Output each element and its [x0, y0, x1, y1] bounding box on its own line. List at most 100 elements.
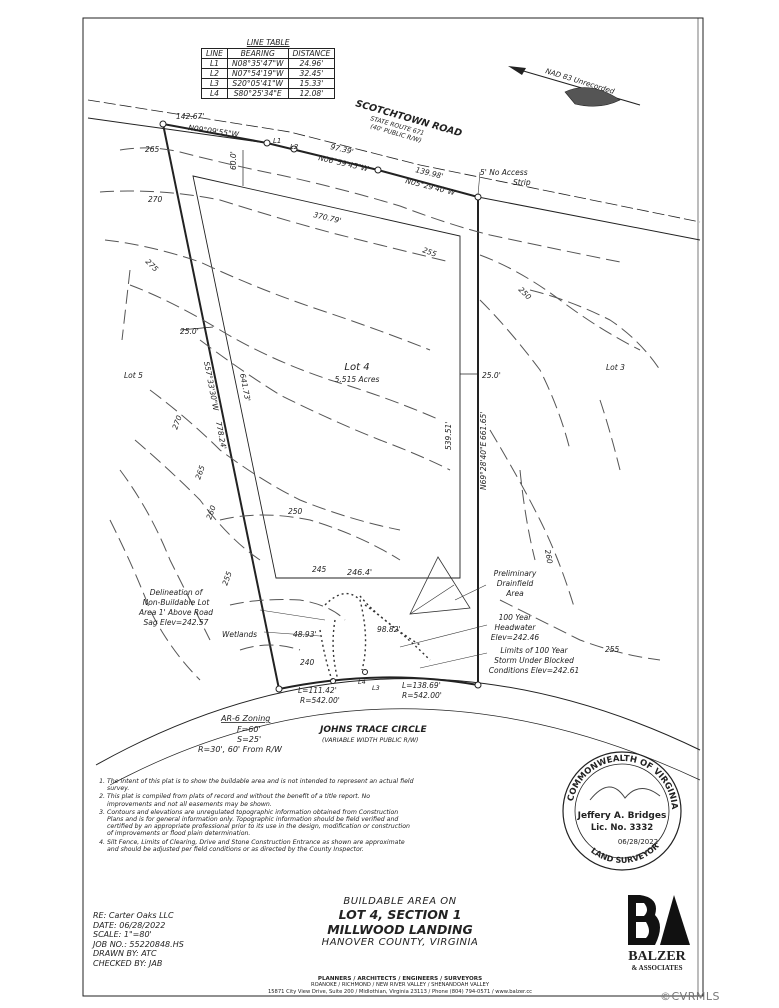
drainfield-note-2: Drainfield	[497, 579, 534, 588]
title-block: BUILDABLE AREA ON LOT 4, SECTION 1 MILLW…	[300, 896, 500, 948]
note-item: The intent of this plat is to show the b…	[107, 778, 415, 792]
drainfield-note-1: Preliminary	[494, 569, 537, 578]
seal-name: Jeffery A. Bridges	[577, 811, 667, 821]
flood-limit-lines	[319, 592, 431, 681]
east-outer-distance: 661.65'	[479, 412, 488, 440]
setback-side-right: 25.0'	[482, 371, 501, 380]
zoning-title: AR-6 Zoning	[220, 714, 270, 723]
headwater-note-3: Elev=242.46	[491, 633, 540, 642]
road-south-row-line	[95, 678, 701, 766]
title-line-2: LOT 4, SECTION 1	[338, 907, 462, 922]
seal-license: Lic. No. 3332	[591, 823, 653, 833]
zoning-f: F=60'	[237, 725, 261, 734]
drainfield-triangle	[409, 556, 471, 615]
buildable-envelope	[192, 175, 461, 579]
svg-text:260: 260	[543, 549, 554, 565]
balzer-logo: BALZER & ASSOCIATES	[622, 949, 692, 973]
corner-markers	[159, 120, 482, 693]
setback-side-left: 25.0'	[180, 327, 199, 336]
road-south-row: (VARIABLE WIDTH PUBLIC R/W)	[322, 737, 418, 744]
lot-area: 5.515 Acres	[335, 375, 380, 384]
balzer-logo-mark	[628, 895, 690, 945]
arc-left-radius: R=542.00'	[300, 696, 340, 705]
svg-text:240: 240	[300, 658, 315, 667]
firm-services: PLANNERS / ARCHITECTS / ENGINEERS / SURV…	[317, 976, 483, 982]
label-l3: L3	[372, 684, 380, 692]
line-table-header: LINE BEARING DISTANCE	[201, 48, 336, 59]
job-client: RE: Carter Oaks LLC	[93, 911, 174, 920]
note-item: Contours and elevations are unregulated …	[107, 809, 415, 838]
zoning-r: R=30', 60' From R/W	[198, 745, 283, 754]
limits-note-1: Limits of 100 Year	[500, 646, 568, 655]
sheet-border	[82, 17, 704, 997]
ne-bearing: N05°29'40"W	[405, 176, 457, 197]
arc-left-length: L=111.42'	[298, 686, 337, 695]
south-width: 246.4'	[347, 568, 372, 577]
road-north-centerline	[87, 99, 701, 223]
road-south-edge	[109, 708, 701, 786]
title-line-3: MILLWOOD LANDING	[327, 922, 473, 937]
svg-text:260: 260	[204, 504, 217, 521]
firm-address: 15871 City View Drive, Suite 200 / Midlo…	[267, 988, 533, 995]
inner-top-distance: 370.79'	[313, 210, 343, 225]
svg-text:245: 245	[312, 565, 327, 574]
headwater-note-2: Headwater	[495, 623, 537, 632]
headwater-note-1: 100 Year	[499, 613, 533, 622]
mid-bearing: N06°59'45"W	[318, 153, 370, 173]
svg-text:255: 255	[605, 645, 620, 654]
label-l4: L4	[358, 678, 366, 686]
seal-signature	[589, 786, 661, 801]
nw-distance: 142.67'	[176, 112, 204, 121]
seal-date: 06/28/2022	[617, 838, 659, 846]
label-l1: L1	[273, 137, 281, 145]
arc-right-radius: R=542.00'	[402, 691, 442, 700]
lot-boundary-south-arc	[278, 676, 479, 690]
svg-text:270: 270	[148, 195, 163, 204]
limits-note-3: Conditions Elev=242.61	[489, 666, 579, 675]
plat-notes: The intent of this plat is to show the b…	[95, 778, 415, 854]
nonbuild-note-3: Area 1' Above Road	[138, 608, 213, 617]
svg-text:255: 255	[421, 245, 438, 258]
setback-arrows	[179, 150, 478, 579]
svg-text:270: 270	[170, 414, 183, 431]
logo-sub: & ASSOCIATES	[631, 964, 683, 972]
job-number: JOB NO.: 55220848.HS	[93, 939, 184, 949]
logo-name: BALZER	[628, 949, 686, 964]
no-access-label-1: 5' No Access	[480, 168, 528, 177]
dim-98-82: 98.82'	[377, 625, 401, 634]
line-table-header-distance: DISTANCE	[287, 48, 336, 59]
svg-text:275: 275	[144, 257, 161, 274]
label-l2: L2	[290, 143, 299, 151]
svg-text:250: 250	[288, 507, 303, 516]
road-south-name: JOHNS TRACE CIRCLE	[318, 725, 428, 735]
firm-offices: ROANOKE / RICHMOND / NEW RIVER VALLEY / …	[310, 982, 489, 989]
svg-text:250: 250	[517, 285, 534, 302]
lot-boundary-west	[162, 123, 280, 690]
line-table-header-line: LINE	[201, 48, 228, 59]
contour-lines	[99, 147, 661, 681]
job-checked-by: CHECKED BY: JAB	[93, 958, 163, 968]
east-bearing: N69°28'40"E	[479, 441, 488, 490]
job-drawn-by: DRAWN BY: ATC	[93, 949, 157, 959]
zoning-s: S=25'	[237, 735, 261, 744]
job-scale: SCALE: 1"=80'	[93, 930, 152, 940]
note-item: Silt Fence, Limits of Clearing, Drive an…	[107, 839, 415, 853]
note-item: This plat is compiled from plats of reco…	[107, 793, 415, 807]
neighbor-right: Lot 3	[606, 363, 625, 372]
limits-note-2: Storm Under Blocked	[494, 656, 574, 665]
dim-48-93: 48.93'	[293, 630, 317, 639]
west-inner-distance: 641.73'	[238, 373, 252, 403]
mid-distance: 97.39'	[330, 142, 355, 156]
job-info: RE: Carter Oaks LLC DATE: 06/28/2022 SCA…	[93, 911, 184, 969]
line-table-title: LINE TABLE	[246, 38, 290, 47]
leader-lines	[259, 171, 488, 669]
watermark: ©CVRMLS	[660, 990, 720, 1003]
drainfield-hatch	[409, 584, 455, 615]
drainfield-note-3: Area	[505, 589, 524, 598]
